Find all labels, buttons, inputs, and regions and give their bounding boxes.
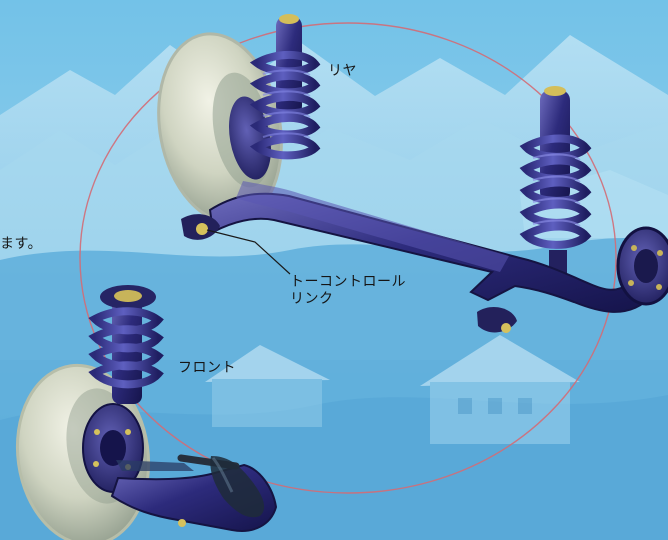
front-suspension-label: フロント bbox=[178, 360, 236, 376]
rear-suspension-label: リヤ bbox=[328, 63, 357, 79]
toe-control-link-label-line-1: トーコントロール bbox=[290, 274, 406, 290]
toe-control-link-label-line-2: リンク bbox=[290, 291, 334, 307]
toe-control-link-label: トーコントロール リンク bbox=[290, 274, 406, 308]
clipped-sentence-end: ます。 bbox=[0, 236, 43, 252]
rear-axle-illustration bbox=[157, 14, 668, 333]
front-suspension-illustration bbox=[15, 285, 278, 540]
